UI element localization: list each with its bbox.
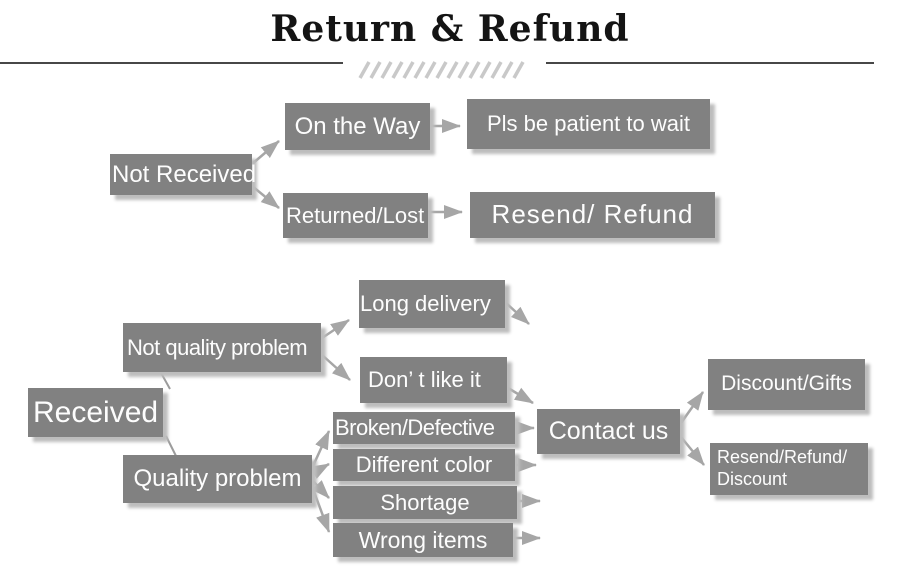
node-label: Quality problem xyxy=(133,465,302,493)
node-shortage: Shortage xyxy=(333,486,517,519)
title-hatch-marks xyxy=(358,61,525,79)
node-label: Discount/Gifts xyxy=(721,372,852,396)
node-discount-gifts: Discount/Gifts xyxy=(708,359,865,410)
node-broken-defective: Broken/Defective xyxy=(333,412,515,444)
node-returned-lost: Returned/Lost xyxy=(283,193,428,238)
node-contact-us: Contact us xyxy=(537,409,680,454)
node-label: Broken/Defective xyxy=(335,415,495,441)
node-wrong-items: Wrong items xyxy=(333,523,513,557)
node-label: Contact us xyxy=(548,417,669,446)
node-label: Returned/Lost xyxy=(286,202,425,228)
node-dont-like-it: Don’ t like it xyxy=(360,357,507,403)
node-label: Not Received xyxy=(112,160,257,188)
node-label: Shortage xyxy=(380,489,470,515)
node-label: On the Way xyxy=(294,112,421,140)
node-different-color: Different color xyxy=(333,449,515,481)
node-label: Resend/ Refund xyxy=(491,199,694,230)
node-label: Not quality problem xyxy=(127,334,308,360)
node-on-the-way: On the Way xyxy=(285,103,430,150)
page-title: Return & Refund xyxy=(270,8,630,50)
node-not-received: Not Received xyxy=(110,154,256,195)
node-label: Pls be patient to wait xyxy=(486,111,690,137)
node-label: Wrong items xyxy=(358,526,488,553)
node-long-delivery: Long delivery xyxy=(359,280,505,328)
node-label: Received xyxy=(33,395,159,429)
node-label: Resend/Refund/Discount xyxy=(717,447,848,489)
node-pls-be-patient: Pls be patient to wait xyxy=(467,99,710,149)
node-label: Don’ t like it xyxy=(368,367,481,393)
node-received: Received xyxy=(28,388,163,437)
node-label: Different color xyxy=(355,452,493,478)
node-quality-problem: Quality problem xyxy=(123,455,312,503)
node-resend-refund: Resend/ Refund xyxy=(470,192,715,238)
node-resend-refund-discount: Resend/Refund/Discount xyxy=(710,443,868,495)
node-label: Long delivery xyxy=(360,291,491,317)
node-not-quality-problem: Not quality problem xyxy=(123,323,321,372)
